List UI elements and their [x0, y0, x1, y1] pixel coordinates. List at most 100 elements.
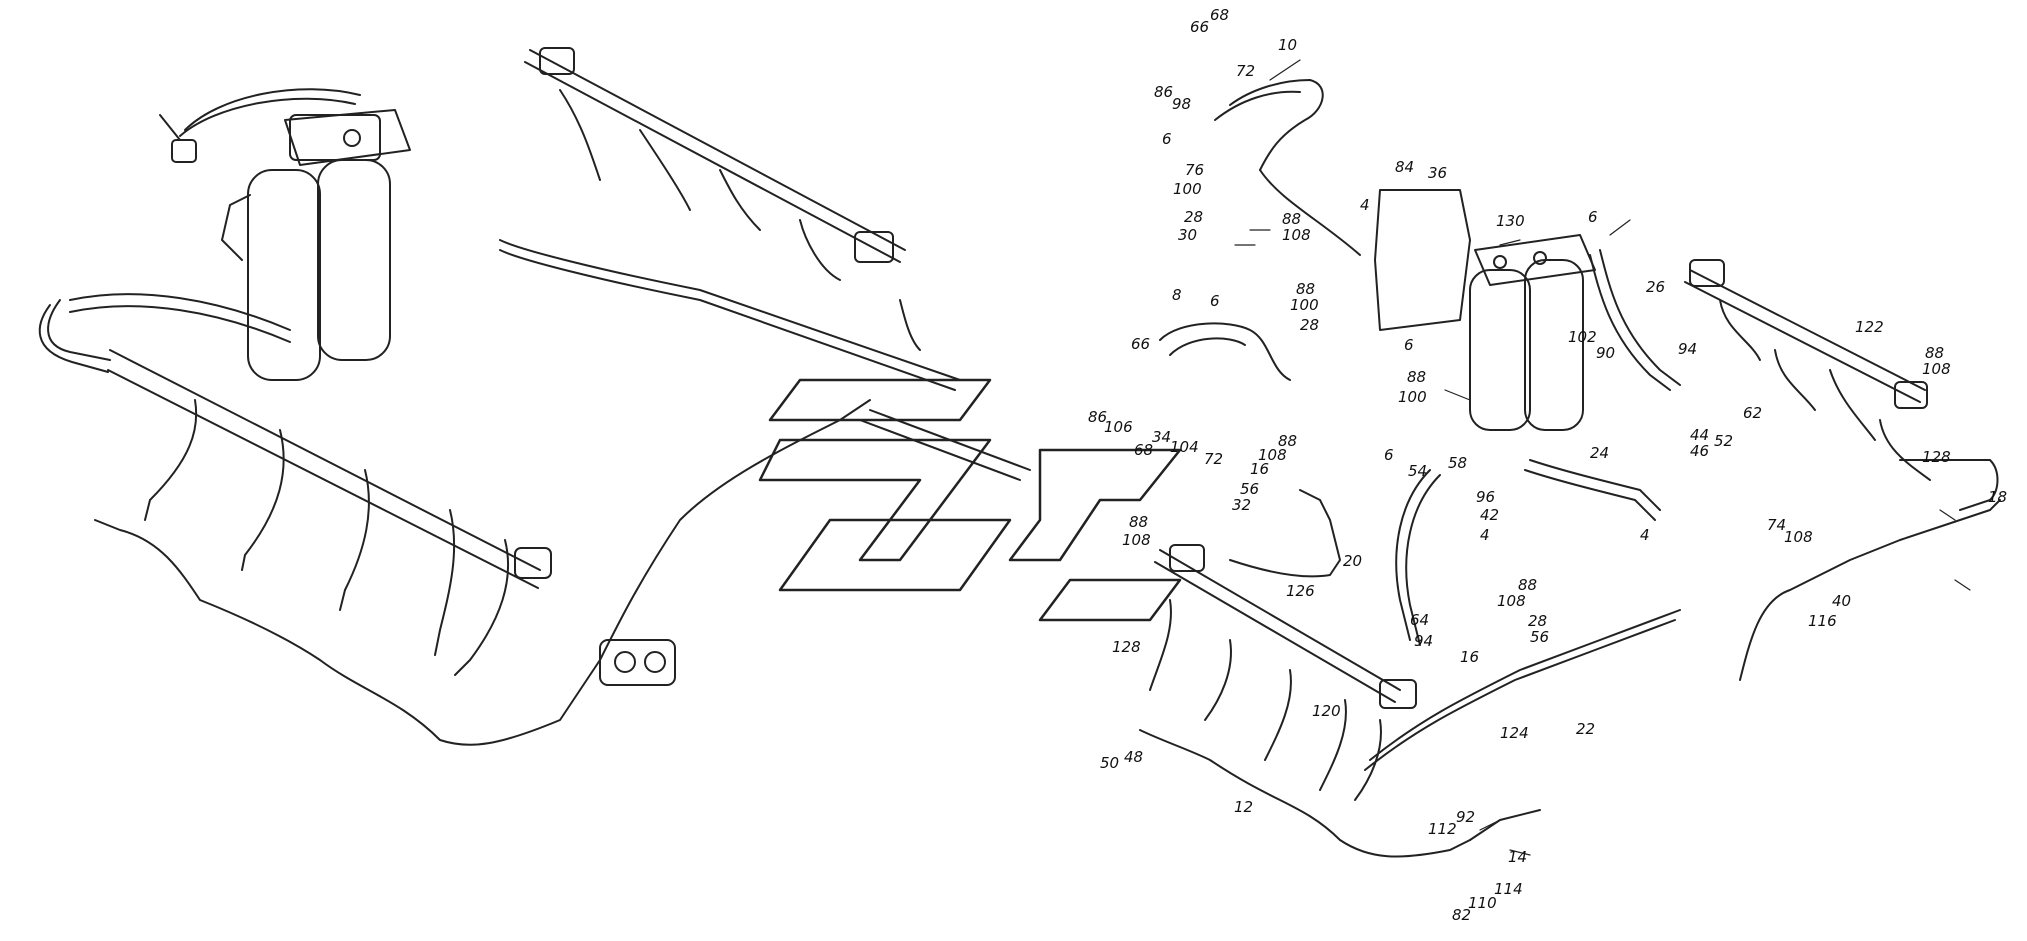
callout-label-92: 92 — [1456, 808, 1476, 826]
callout-label-40: 40 — [1832, 592, 1852, 610]
pipe-26 — [1589, 249, 1681, 391]
callout-label-110: 110 — [1468, 894, 1497, 912]
callout-label-88g: 88 — [1518, 576, 1538, 594]
callout-label-88a: 88 — [1282, 210, 1302, 228]
callout-label-34: 34 — [1152, 428, 1172, 446]
callout-label-26: 26 — [1646, 278, 1666, 296]
callout-label-54: 54 — [1408, 462, 1428, 480]
left-injector-pipes — [144, 399, 509, 676]
pipe-24 — [1524, 459, 1661, 521]
callout-label-68b: 68 — [1134, 441, 1154, 459]
left-cross-line — [499, 239, 1031, 481]
callout-label-94b: 94 — [1414, 632, 1434, 650]
callout-label-64: 64 — [1410, 611, 1430, 629]
callout-label-128b: 128 — [1112, 638, 1141, 656]
callout-label-30: 30 — [1178, 226, 1198, 244]
callout-label-106: 106 — [1104, 418, 1133, 436]
callout-label-44: 44 — [1690, 426, 1710, 444]
callout-label-94a: 94 — [1678, 340, 1698, 358]
callout-label-72a: 72 — [1236, 62, 1256, 80]
callout-label-32: 32 — [1232, 496, 1252, 514]
callout-label-66b: 66 — [1131, 335, 1151, 353]
callout-label-22: 22 — [1576, 720, 1596, 738]
callout-label-62: 62 — [1743, 404, 1763, 422]
pipe-20 — [1395, 469, 1441, 646]
callout-label-96: 96 — [1476, 488, 1496, 506]
callout-label-88d: 88 — [1407, 368, 1427, 386]
left-top-rail — [524, 47, 921, 351]
left-fuel-rail — [38, 293, 552, 589]
callout-label-102: 102 — [1568, 328, 1597, 346]
callout-label-100c: 100 — [1398, 388, 1427, 406]
callout-label-58: 58 — [1448, 454, 1468, 472]
filter-bracket-and-filter — [1374, 189, 1596, 431]
callout-label-6c: 6 — [1210, 292, 1220, 310]
callout-label-130: 130 — [1496, 212, 1525, 230]
callout-label-88b: 88 — [1296, 280, 1316, 298]
callout-label-28a: 28 — [1184, 208, 1204, 226]
left-return-line — [94, 399, 871, 746]
pipe-124 — [1364, 609, 1681, 771]
callout-label-46: 46 — [1690, 442, 1710, 460]
callout-label-116: 116 — [1808, 612, 1837, 630]
manufacturer-logo — [758, 378, 1182, 622]
callout-label-104: 104 — [1170, 438, 1199, 456]
callout-label-48: 48 — [1124, 748, 1144, 766]
callout-label-108c: 108 — [1258, 446, 1287, 464]
callout-label-8: 8 — [1172, 286, 1182, 304]
callout-label-20: 20 — [1343, 552, 1363, 570]
callout-label-88e: 88 — [1278, 432, 1298, 450]
callout-label-100a: 100 — [1173, 180, 1202, 198]
callout-label-88f: 88 — [1129, 513, 1149, 531]
callout-label-18: 18 — [1988, 488, 2008, 506]
callout-label-86a: 86 — [1154, 83, 1174, 101]
callout-label-14: 14 — [1508, 848, 1528, 866]
callout-label-28b: 28 — [1300, 316, 1320, 334]
callout-label-6e: 6 — [1384, 446, 1394, 464]
callout-label-120: 120 — [1312, 702, 1341, 720]
pipe-8 — [1159, 322, 1291, 381]
callout-label-6d: 6 — [1404, 336, 1414, 354]
callout-label-56b: 56 — [1530, 628, 1550, 646]
callout-label-108f: 108 — [1497, 592, 1526, 610]
callout-label-4a: 4 — [1360, 196, 1370, 214]
callout-label-108e: 108 — [1784, 528, 1813, 546]
callout-leaders — [1234, 59, 1971, 856]
callout-label-24: 24 — [1590, 444, 1610, 462]
callout-label-88c: 88 — [1925, 344, 1945, 362]
callout-label-100b: 100 — [1290, 296, 1319, 314]
callout-label-52: 52 — [1714, 432, 1734, 450]
callout-label-6b: 6 — [1588, 208, 1598, 226]
callout-label-56a: 56 — [1240, 480, 1260, 498]
callout-label-12: 12 — [1234, 798, 1254, 816]
callout-label-76: 76 — [1185, 161, 1205, 179]
callout-label-128a: 128 — [1922, 448, 1951, 466]
callout-label-16b: 16 — [1460, 648, 1480, 666]
callout-label-50: 50 — [1100, 754, 1120, 772]
callout-label-66a: 66 — [1190, 18, 1210, 36]
callout-label-112: 112 — [1428, 820, 1457, 838]
callout-label-108d: 108 — [1122, 531, 1151, 549]
callout-label-82: 82 — [1452, 906, 1472, 924]
callout-label-108b: 108 — [1922, 360, 1951, 378]
callout-label-126: 126 — [1286, 582, 1315, 600]
pipe-18 — [1739, 459, 2001, 681]
callout-label-84: 84 — [1395, 158, 1415, 176]
callout-label-86b: 86 — [1088, 408, 1108, 426]
right-rail-122 — [1684, 259, 1931, 481]
callout-label-122: 122 — [1855, 318, 1884, 336]
callout-label-10: 10 — [1278, 36, 1298, 54]
callout-label-124: 124 — [1500, 724, 1529, 742]
callout-label-28c: 28 — [1528, 612, 1548, 630]
callout-label-4b: 4 — [1480, 526, 1490, 544]
callout-label-108a: 108 — [1282, 226, 1311, 244]
pipe-126 — [1229, 489, 1341, 578]
callout-label-42: 42 — [1480, 506, 1500, 524]
left-fuel-filter-assembly — [159, 88, 411, 381]
center-rail-120 — [1149, 544, 1417, 801]
return-line-12 — [1139, 729, 1541, 858]
callout-label-98: 98 — [1172, 95, 1192, 113]
pipe-10 — [1214, 79, 1361, 256]
